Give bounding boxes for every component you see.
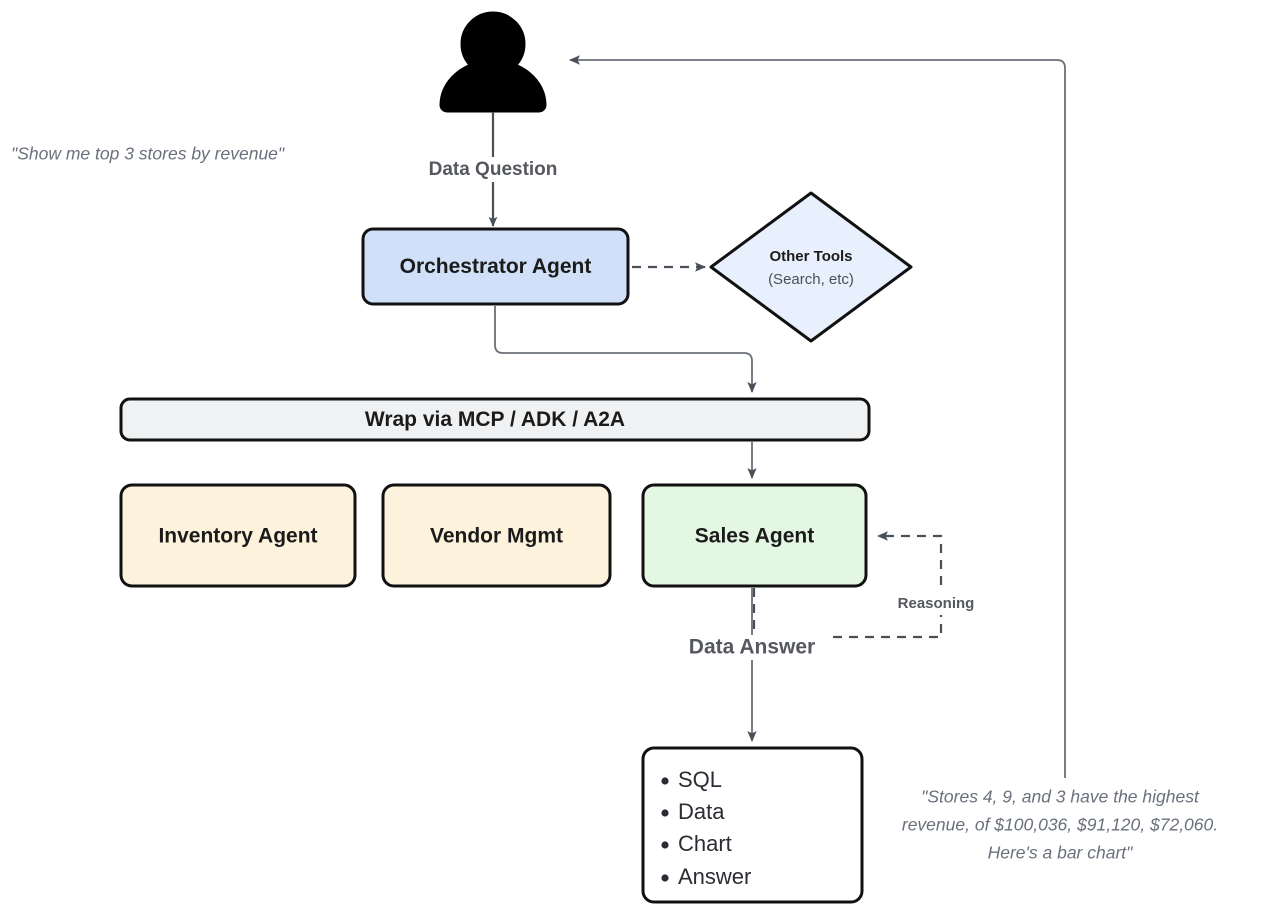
node-label-other-tools: Other Tools [769, 248, 852, 265]
node-label-wrap: Wrap via MCP / ADK / A2A [365, 408, 625, 431]
output-list: SQL Data Chart Answer [661, 767, 751, 889]
annotation-final-answer-line-3: Here's a bar chart" [988, 843, 1134, 863]
edge-reasoning-loop [752, 531, 943, 639]
edge-label-bg-data-answer [675, 635, 830, 660]
edge-label-data-question: Data Question [429, 159, 558, 180]
node-wrap-layer[interactable]: Wrap via MCP / ADK / A2A [119, 397, 871, 442]
edge-label-reasoning: Reasoning [898, 595, 975, 612]
bullet-marker [661, 874, 669, 882]
annotation-final-answer-line-1: "Stores 4, 9, and 3 have the highest [921, 787, 1200, 807]
edge-label-data-answer: Data Answer [689, 636, 815, 659]
output-item-0: SQL [678, 767, 722, 792]
node-other-tools[interactable]: Other Tools (Search, etc) [709, 191, 913, 343]
annotation-final-answer: "Stores 4, 9, and 3 have the highest rev… [902, 787, 1218, 863]
edge-orchestrator-to-wrap [494, 306, 757, 393]
output-item-1: Data [678, 799, 725, 824]
node-output-box[interactable]: SQL Data Chart Answer [641, 746, 864, 904]
edge-answer-return-to-user [569, 55, 1066, 778]
output-item-3: Answer [678, 864, 751, 889]
edge-label-bg-reasoning [880, 592, 990, 615]
node-label-vendor: Vendor Mgmt [430, 525, 563, 548]
bullet-marker [661, 777, 669, 785]
node-vendor-mgmt[interactable]: Vendor Mgmt [381, 483, 612, 588]
node-label-orchestrator: Orchestrator Agent [400, 255, 592, 278]
node-label-inventory: Inventory Agent [158, 525, 317, 548]
person-icon [439, 11, 547, 113]
edge-label-bg-data-question [410, 157, 576, 182]
bullet-marker [661, 809, 669, 817]
node-label-sales: Sales Agent [695, 525, 814, 548]
node-inventory-agent[interactable]: Inventory Agent [119, 483, 357, 588]
node-sales-agent[interactable]: Sales Agent [641, 483, 868, 588]
output-item-2: Chart [678, 831, 732, 856]
node-sublabel-other-tools: (Search, etc) [768, 271, 854, 288]
annotation-user-question: "Show me top 3 stores by revenue" [11, 144, 285, 164]
node-orchestrator-agent[interactable]: Orchestrator Agent [361, 227, 630, 306]
annotation-final-answer-line-2: revenue, of $100,036, $91,120, $72,060. [902, 815, 1218, 835]
bullet-marker [661, 841, 669, 849]
